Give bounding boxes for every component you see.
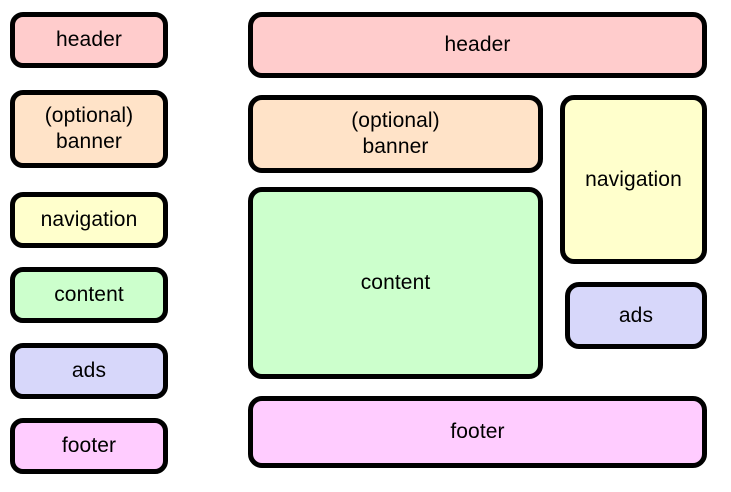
narrow-block-header[interactable]: header (10, 12, 168, 68)
wide-block-banner[interactable]: (optional) banner (248, 95, 543, 173)
wide-block-content[interactable]: content (248, 187, 543, 379)
narrow-block-footer[interactable]: footer (10, 418, 168, 474)
wide-block-navigation[interactable]: navigation (560, 95, 707, 264)
wide-block-footer[interactable]: footer (248, 396, 707, 468)
wide-block-header[interactable]: header (248, 12, 707, 78)
narrow-block-navigation[interactable]: navigation (10, 192, 168, 248)
narrow-block-ads[interactable]: ads (10, 343, 168, 399)
wide-block-ads[interactable]: ads (565, 282, 707, 349)
narrow-block-banner[interactable]: (optional) banner (10, 90, 168, 168)
narrow-block-content[interactable]: content (10, 267, 168, 323)
